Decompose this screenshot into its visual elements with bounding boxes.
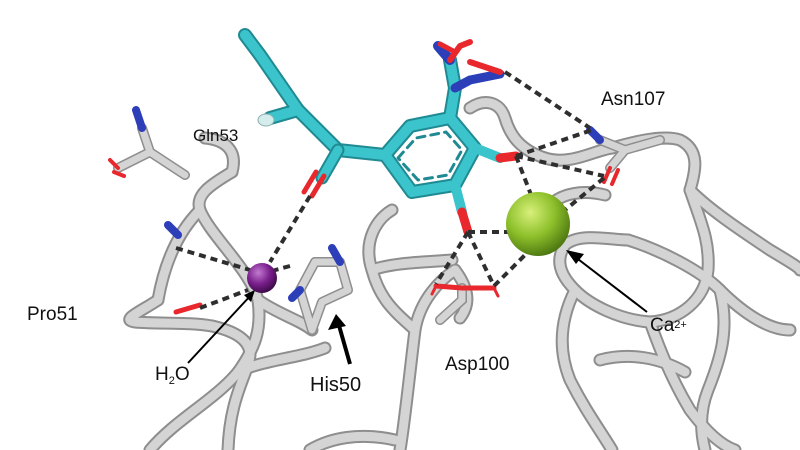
label-calcium-main: Ca [650,315,675,336]
water-arrowhead [244,290,255,302]
label-pro51: Pro51 [27,304,78,325]
calcium-arrow [573,255,648,313]
water-molecule [247,263,277,293]
side-chain-his50 [288,244,353,335]
label-water-main: H [155,364,169,385]
label-water-tail: O [174,364,190,385]
his50-arrowhead [328,314,346,330]
label-calcium: Ca2+ [650,316,687,335]
calcium-ion [506,192,570,256]
ligand [238,28,521,237]
side-chain-pro51 [164,221,203,315]
label-water-subscript: 2 [168,375,175,387]
label-asn107: Asn107 [601,89,666,110]
side-chain-asp100 [430,283,500,325]
label-calcium-charge: 2+ [674,319,687,331]
label-his50: His50 [310,374,362,396]
side-chain-asn107 [586,126,665,186]
label-asp100: Asp100 [445,354,510,375]
label-gln53: Gln53 [193,126,239,145]
water-arrow [187,293,253,364]
label-arrows [187,250,648,365]
label-water: H2O [155,364,190,387]
his50-arrow [336,321,352,365]
side-chain-gln53 [108,106,190,180]
calcium-arrowhead [566,250,584,264]
protein-backbone [123,96,800,450]
